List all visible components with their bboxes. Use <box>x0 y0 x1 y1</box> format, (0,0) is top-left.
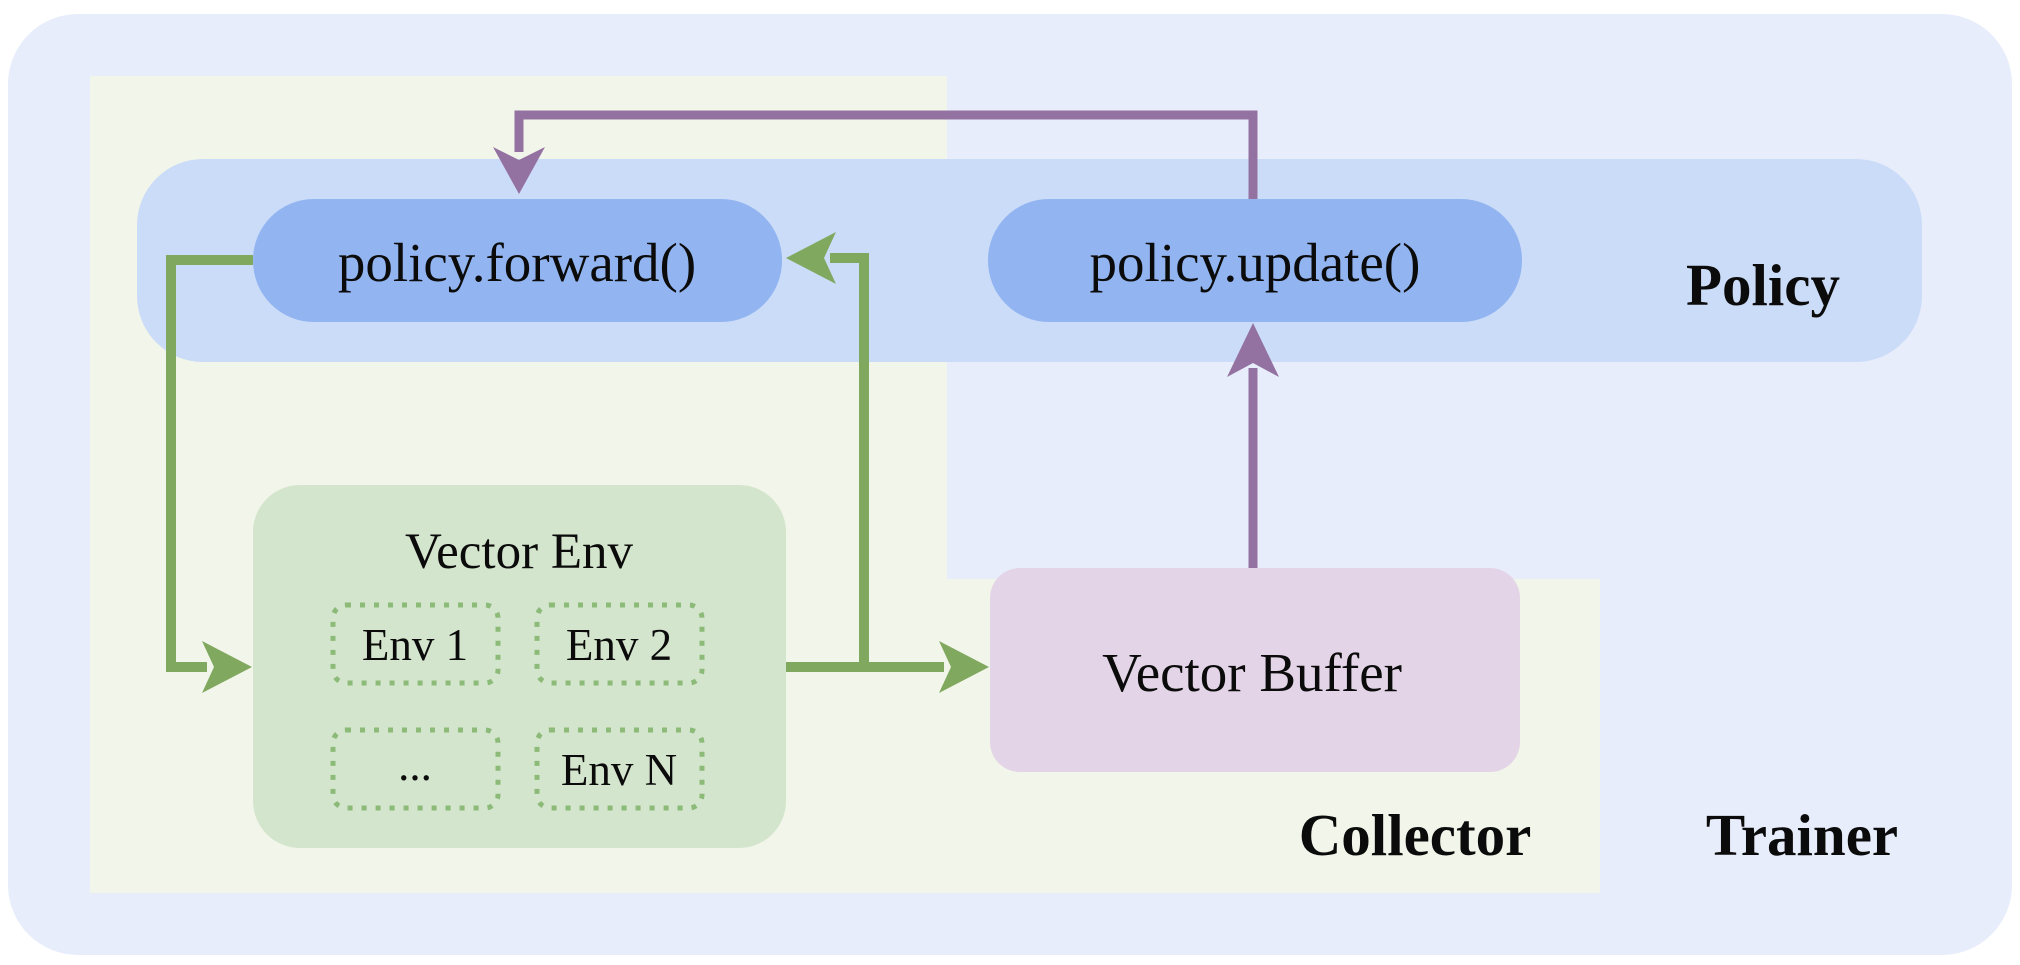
arrowhead-into-forward-icon <box>786 232 836 284</box>
env-n-label: Env N <box>561 745 677 795</box>
env-n-cell <box>534 727 705 811</box>
arrow-branch-to-forward <box>830 253 869 672</box>
collector-region-label: Collector <box>1299 802 1532 868</box>
policy-region-label: Policy <box>1686 252 1840 318</box>
env-2-label: Env 2 <box>566 620 672 670</box>
arrowhead-into-buffer-icon <box>939 641 989 693</box>
vector-buffer-node <box>990 568 1520 772</box>
vector-buffer-label: Vector Buffer <box>1102 642 1402 703</box>
arrowhead-into-env-icon <box>202 641 252 693</box>
env-1-cell <box>330 602 501 686</box>
policy-forward-label: policy.forward() <box>338 232 696 293</box>
trainer-region-label: Trainer <box>1706 802 1898 868</box>
policy-update-label: policy.update() <box>1090 232 1421 293</box>
env-1-label: Env 1 <box>362 620 468 670</box>
env-ellipsis-cell <box>330 727 501 811</box>
vector-env-node <box>253 485 786 848</box>
policy-forward-node <box>253 199 782 322</box>
arrowhead-into-update-icon <box>1227 323 1279 377</box>
arrow-update-to-forward <box>514 110 1258 199</box>
env-ellipsis-label: ... <box>398 740 432 790</box>
policy-update-node <box>988 199 1522 322</box>
arrowhead-down-onto-forward-icon <box>493 147 545 194</box>
arrow-forward-to-env <box>166 255 253 672</box>
env-2-cell <box>534 602 705 686</box>
vector-env-title: Vector Env <box>405 524 634 580</box>
